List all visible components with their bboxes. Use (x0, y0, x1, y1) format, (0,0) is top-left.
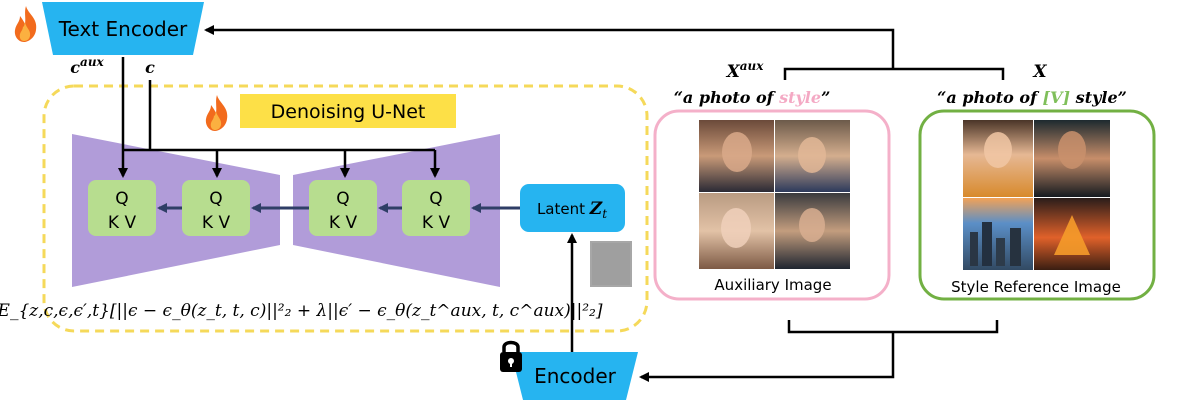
svg-text:“a photo of style”: “a photo of style” (674, 88, 831, 107)
cond-symbol: c (145, 58, 155, 77)
latent-sub: t (602, 207, 607, 221)
style-prompt-token: [V] (1043, 88, 1071, 107)
aux-symbol: X (726, 62, 741, 82)
top-brace (783, 67, 1005, 80)
aux-caption: Auxiliary Image (714, 276, 831, 294)
svg-text:K V: K V (329, 213, 358, 233)
style-prompt-prefix: “a photo of (937, 88, 1042, 107)
style-prompt-suffix: style” (1070, 88, 1127, 107)
qkv-block: Q K V (182, 180, 250, 236)
aux-prompt-prefix: “a photo of (674, 88, 779, 107)
flame-icon (205, 95, 228, 131)
loss-formula: E_{z,c,ϵ,ϵ′,t}[||ϵ − ϵ_θ(z_t, t, c)||²₂ … (0, 301, 603, 321)
svg-text:Q: Q (429, 189, 442, 209)
latent-box (520, 184, 625, 232)
svg-text:“a photo of [V] style”: “a photo of [V] style” (937, 88, 1127, 107)
unet-title-box (240, 94, 456, 128)
style-caption: Style Reference Image (951, 278, 1121, 296)
text-arrow (204, 25, 895, 69)
unet-container (42, 84, 649, 333)
aux-prompt-suffix: ” (821, 88, 830, 107)
aux-sup: aux (740, 59, 765, 73)
svg-text:Q: Q (209, 189, 222, 209)
unet-title: Denoising U-Net (271, 101, 426, 123)
lock-icon (500, 340, 522, 372)
style-panel (918, 109, 1156, 301)
encoder-box (511, 352, 638, 400)
aux-image-grid (699, 120, 850, 269)
text-encoder-label: Text Encoder (58, 17, 188, 41)
qkv-block: Q K V (402, 180, 470, 236)
style-image-grid (963, 120, 1110, 270)
svg-text:Xaux: Xaux (726, 59, 765, 82)
latent-symbol: Z (589, 199, 603, 219)
image-arrow (639, 332, 895, 382)
latent-label: Latent (537, 200, 590, 218)
cond-aux-symbol: c (70, 58, 80, 77)
qkv-block: Q K V (309, 180, 377, 236)
svg-text:Q: Q (115, 189, 128, 209)
qkv-block: Q K V (88, 180, 156, 236)
aux-prompt-style: style (778, 88, 821, 107)
aux-panel (653, 109, 891, 301)
svg-text:K V: K V (422, 213, 451, 233)
svg-text:K V: K V (202, 213, 231, 233)
text-encoder-box (42, 2, 204, 55)
flame-icon (14, 6, 37, 42)
svg-text:Q: Q (336, 189, 349, 209)
cond-aux-sup: aux (80, 55, 105, 69)
svg-text:K V: K V (108, 213, 137, 233)
svg-text:caux: caux (70, 55, 104, 77)
svg-text:Latent Zt: Latent Zt (537, 199, 607, 221)
bottom-brace (787, 320, 999, 334)
encoder-label: Encoder (534, 364, 617, 388)
style-symbol: X (1032, 62, 1047, 82)
